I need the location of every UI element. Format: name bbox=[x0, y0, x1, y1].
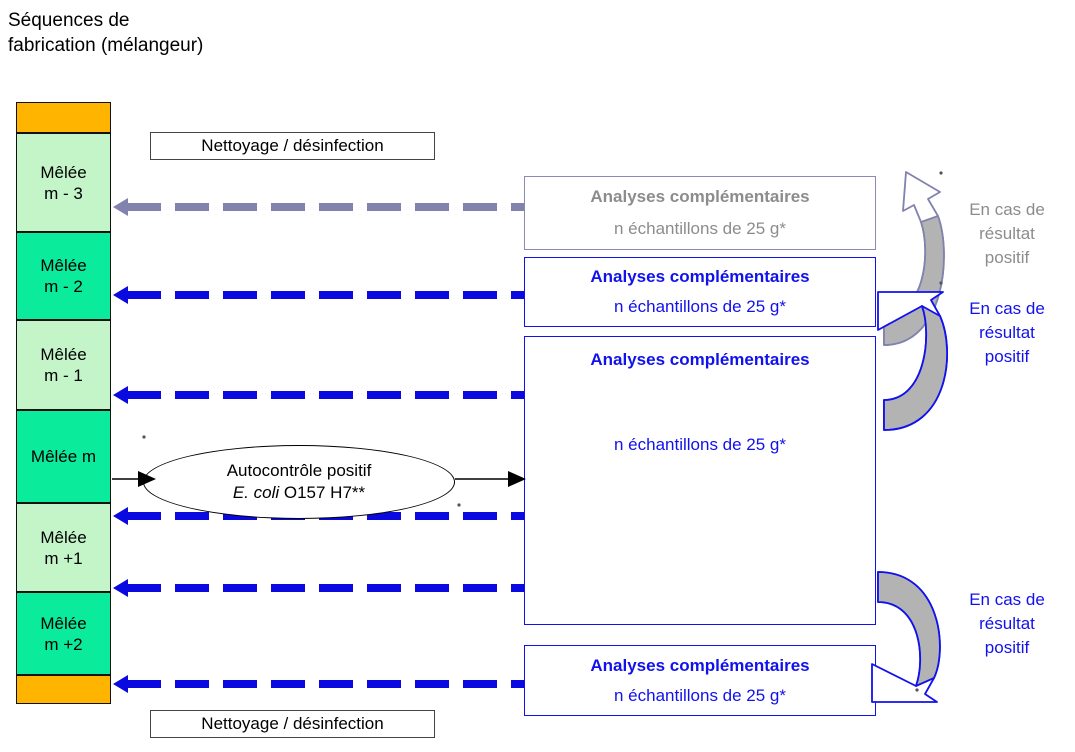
sequence-column: Mêlée m - 3 Mêlée m - 2 Mêlée m - 1 Mêlé… bbox=[16, 102, 111, 704]
arrowhead-gray-icon bbox=[113, 197, 128, 216]
arrowhead-blue-icon bbox=[113, 578, 128, 597]
arrowhead-blue-icon bbox=[113, 385, 128, 404]
arrowhead-blue-icon bbox=[113, 506, 128, 525]
analysis-box-optional[interactable]: Analyses complémentaires n échantillons … bbox=[524, 176, 876, 250]
arrowhead-blue-icon bbox=[113, 674, 128, 693]
dashed-line-gray bbox=[127, 202, 525, 211]
artifact-dot bbox=[939, 281, 943, 285]
dashed-line-blue bbox=[127, 679, 525, 688]
artifact-dot bbox=[915, 688, 919, 692]
analysis-box-main[interactable]: Analyses complémentaires n échantillons … bbox=[524, 336, 876, 625]
artifact-dot bbox=[457, 503, 461, 507]
ellipse-line-2: E. coli O157 H7** bbox=[233, 482, 365, 504]
dashed-line-blue bbox=[127, 290, 525, 299]
ellipse-serotype: O157 H7** bbox=[279, 483, 366, 502]
feedback-arrow-blue-cleaning bbox=[113, 674, 525, 693]
curved-arrow-to-lower-box-shade bbox=[877, 571, 941, 687]
arrowhead-blue-icon bbox=[113, 285, 128, 304]
feedback-arrow-gray-m-3 bbox=[113, 197, 525, 216]
curved-arrow-to-optional-box bbox=[883, 171, 945, 346]
ellipse-line-1: Autocontrôle positif bbox=[226, 461, 372, 480]
connector-ellipse-to-analysis bbox=[455, 471, 526, 487]
autocontrol-ellipse[interactable]: Autocontrôle positif E. coli O157 H7** bbox=[143, 445, 455, 519]
analysis-title: Analyses complémentaires bbox=[590, 187, 810, 206]
sequence-segment-cleaning-top[interactable] bbox=[16, 102, 111, 133]
analysis-title: Analyses complémentaires bbox=[590, 267, 810, 286]
analysis-box-lower[interactable]: Analyses complémentaires n échantillons … bbox=[524, 645, 876, 716]
cleaning-label-top: Nettoyage / désinfection bbox=[150, 132, 435, 160]
caption-positive-result-blue-bottom: En cas de résultat positif bbox=[969, 590, 1045, 657]
analysis-subtitle: n échantillons de 25 g* bbox=[613, 685, 787, 705]
caption-positive-result-blue-top: En cas de résultat positif bbox=[969, 299, 1045, 366]
analysis-subtitle: n échantillons de 25 g* bbox=[613, 219, 787, 238]
feedback-arrow-blue-m-1 bbox=[113, 385, 525, 404]
analysis-title: Analyses complémentaires bbox=[590, 350, 810, 369]
analysis-subtitle: n échantillons de 25 g* bbox=[613, 297, 787, 316]
artifact-dot bbox=[939, 171, 943, 175]
sequence-segment-melee-m-2[interactable]: Mêlée m - 2 bbox=[16, 232, 111, 320]
sequence-segment-melee-m-plus-2[interactable]: Mêlée m +2 bbox=[16, 592, 111, 675]
curved-arrow-to-lower-box bbox=[871, 571, 941, 703]
sequence-segment-cleaning-bottom[interactable] bbox=[16, 675, 111, 704]
sequence-segment-melee-m-3[interactable]: Mêlée m - 3 bbox=[16, 133, 111, 232]
sequence-segment-melee-m-plus-1[interactable]: Mêlée m +1 bbox=[16, 503, 111, 592]
curved-arrow-to-upper-box-shade bbox=[883, 305, 948, 431]
cleaning-label-bottom: Nettoyage / désinfection bbox=[150, 710, 435, 738]
page-title: Séquences de fabrication (mélangeur) bbox=[8, 10, 204, 56]
feedback-arrow-blue-m-plus-2 bbox=[113, 578, 525, 597]
sequence-segment-melee-m[interactable]: Mêlée m bbox=[16, 410, 111, 503]
feedback-arrow-blue-m-2 bbox=[113, 285, 525, 304]
analysis-box-upper[interactable]: Analyses complémentaires n échantillons … bbox=[524, 257, 876, 327]
artifact-dot bbox=[142, 435, 146, 439]
curved-arrow-to-upper-box bbox=[877, 291, 948, 431]
sequence-segment-melee-m-1[interactable]: Mêlée m - 1 bbox=[16, 320, 111, 410]
dashed-line-blue bbox=[127, 583, 525, 592]
analysis-subtitle: n échantillons de 25 g* bbox=[613, 435, 787, 454]
analysis-title: Analyses complémentaires bbox=[590, 655, 810, 675]
ellipse-species-italic: E. coli bbox=[232, 483, 280, 502]
dashed-line-blue bbox=[127, 390, 525, 399]
caption-positive-result-gray: En cas de résultat positif bbox=[969, 200, 1045, 267]
